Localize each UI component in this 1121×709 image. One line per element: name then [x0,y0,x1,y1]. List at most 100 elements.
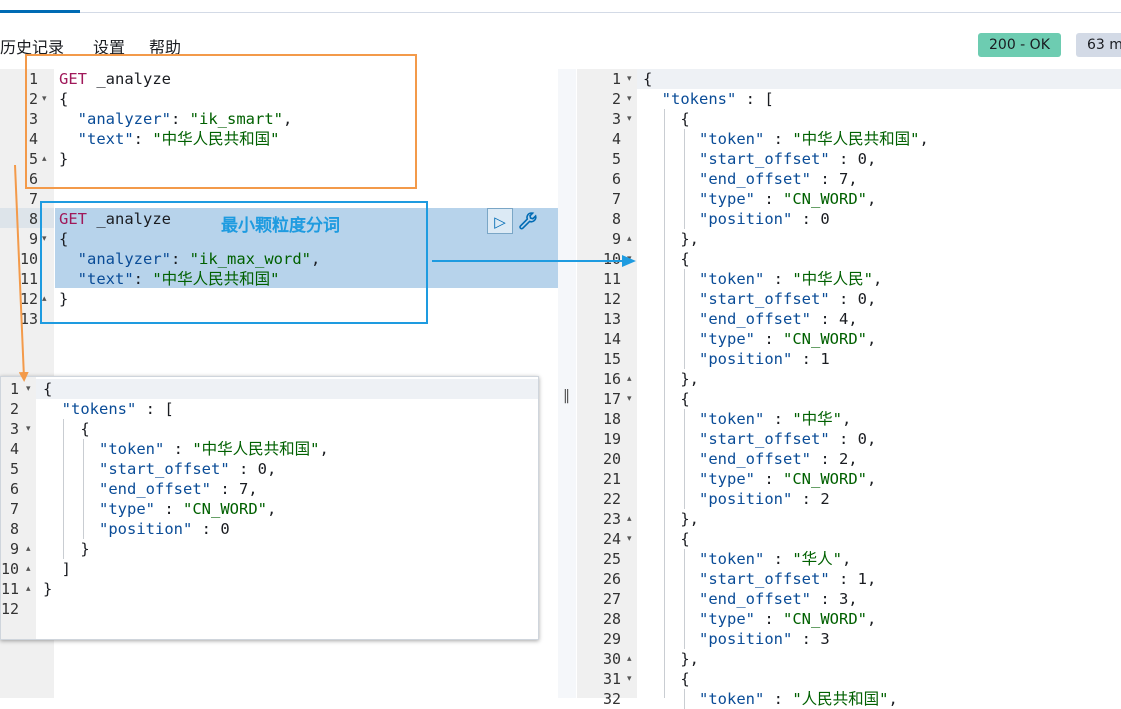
fold-collapse-icon[interactable]: ▾ [627,114,632,124]
code-token: "type" [699,190,755,208]
line-number: 11 [602,270,621,288]
line-number: 10 [19,250,38,268]
code-token: "token" [699,550,765,568]
code-line[interactable]: } [59,149,68,169]
code-token: { [643,530,690,548]
response-editor[interactable]: 1▾{2▾ "tokens" : [3▾ {4 "token" : "中华人民共… [577,69,1121,709]
fold-collapse-icon[interactable]: ▾ [627,254,632,264]
code-token [643,90,662,108]
pane-resize-handle[interactable] [558,69,576,698]
fold-collapse-icon[interactable]: ▾ [627,534,632,544]
code-line: }, [643,229,699,249]
code-token: : 4, [810,310,858,328]
menu-settings[interactable]: 设置 [93,38,126,57]
menu-history[interactable]: 历史记录 [0,38,65,57]
code-token: "end_offset" [699,310,811,328]
indent-guide [684,129,685,229]
code-line[interactable]: GET _analyze [59,209,171,229]
code-line[interactable]: "text": "中华人民共和国" [59,129,280,149]
line-number: 25 [602,550,621,568]
popup-active-line [1,379,538,399]
code-token: }, [643,230,699,248]
code-token [643,170,699,188]
code-token: "end_offset" [699,450,811,468]
fold-expand-icon[interactable]: ▴ [627,514,632,524]
line-number: 7 [9,500,19,518]
code-token [43,500,99,518]
code-line: "token" : "人民共和国", [643,689,898,709]
code-line: "position" : 1 [643,349,830,369]
code-line: "tokens" : [ [43,399,174,419]
code-line[interactable]: } [59,289,68,309]
fold-expand-icon[interactable]: ▴ [42,154,47,164]
code-token: "中华人民共和国" [792,130,920,148]
code-token: : 0 [192,520,230,538]
fold-collapse-icon[interactable]: ▾ [26,384,31,394]
code-token [643,470,699,488]
run-request-button[interactable]: ▷ [487,208,513,234]
line-number: 9 [9,540,19,558]
code-token: : [ [136,400,174,418]
wrench-icon[interactable] [517,210,539,232]
code-token: : [ [736,90,774,108]
fold-expand-icon[interactable]: ▴ [627,374,632,384]
top-tab-bar [0,0,1121,13]
line-number: 1 [611,70,621,88]
line-number: 27 [602,590,621,608]
line-number: 8 [9,520,19,538]
code-token: , [867,190,877,208]
code-line[interactable]: "text": "中华人民共和国" [59,269,280,289]
response-editor-gutter [577,69,637,698]
code-token [643,450,699,468]
fold-collapse-icon[interactable]: ▾ [627,674,632,684]
indent-guide [684,409,685,509]
indent-guide [684,549,685,649]
fold-collapse-icon[interactable]: ▾ [42,234,47,244]
code-token [43,400,62,418]
line-number: 9 [28,230,38,248]
code-line: { [643,669,689,689]
fold-expand-icon[interactable]: ▴ [627,654,632,664]
ik-smart-annotation-box [25,54,417,189]
fold-collapse-icon[interactable]: ▾ [26,424,31,434]
code-token: "position" [99,520,193,538]
resize-grip-icon[interactable]: ‖ [563,388,570,404]
code-token: : 0, [829,430,877,448]
fold-collapse-icon[interactable]: ▾ [627,94,632,104]
code-line[interactable]: "analyzer": "ik_smart", [59,109,293,129]
line-number: 13 [602,310,621,328]
selected-request-highlight [55,208,558,288]
menu-help[interactable]: 帮助 [149,38,182,57]
code-line[interactable]: { [59,89,68,109]
code-token [643,330,699,348]
fold-expand-icon[interactable]: ▴ [26,584,31,594]
code-token [643,310,699,328]
code-token: "position" [699,350,793,368]
code-token: "type" [99,500,155,518]
code-token [643,350,699,368]
code-token: : [755,330,783,348]
code-token: "中华人民共和国" [152,130,280,148]
code-token: "analyzer" [77,110,171,128]
code-token: "中华人民共和国" [192,440,320,458]
fold-expand-icon[interactable]: ▴ [42,294,47,304]
code-token: "position" [699,630,793,648]
fold-expand-icon[interactable]: ▴ [627,234,632,244]
fold-expand-icon[interactable]: ▴ [26,544,31,554]
code-line: { [643,69,652,89]
code-token: : [755,190,783,208]
code-token [43,460,99,478]
code-line[interactable]: "analyzer": "ik_max_word", [59,249,321,269]
code-line[interactable]: GET _analyze [59,69,171,89]
indent-guide [83,439,84,539]
fold-collapse-icon[interactable]: ▾ [627,74,632,84]
code-line[interactable]: { [59,229,68,249]
fold-collapse-icon[interactable]: ▾ [627,394,632,404]
code-token: _analyze [87,210,171,228]
code-token: } [59,290,69,308]
fold-expand-icon[interactable]: ▴ [26,564,31,574]
code-token: { [59,230,69,248]
fold-collapse-icon[interactable]: ▾ [42,94,47,104]
code-token: _analyze [87,70,171,88]
code-token: : 7, [210,480,258,498]
